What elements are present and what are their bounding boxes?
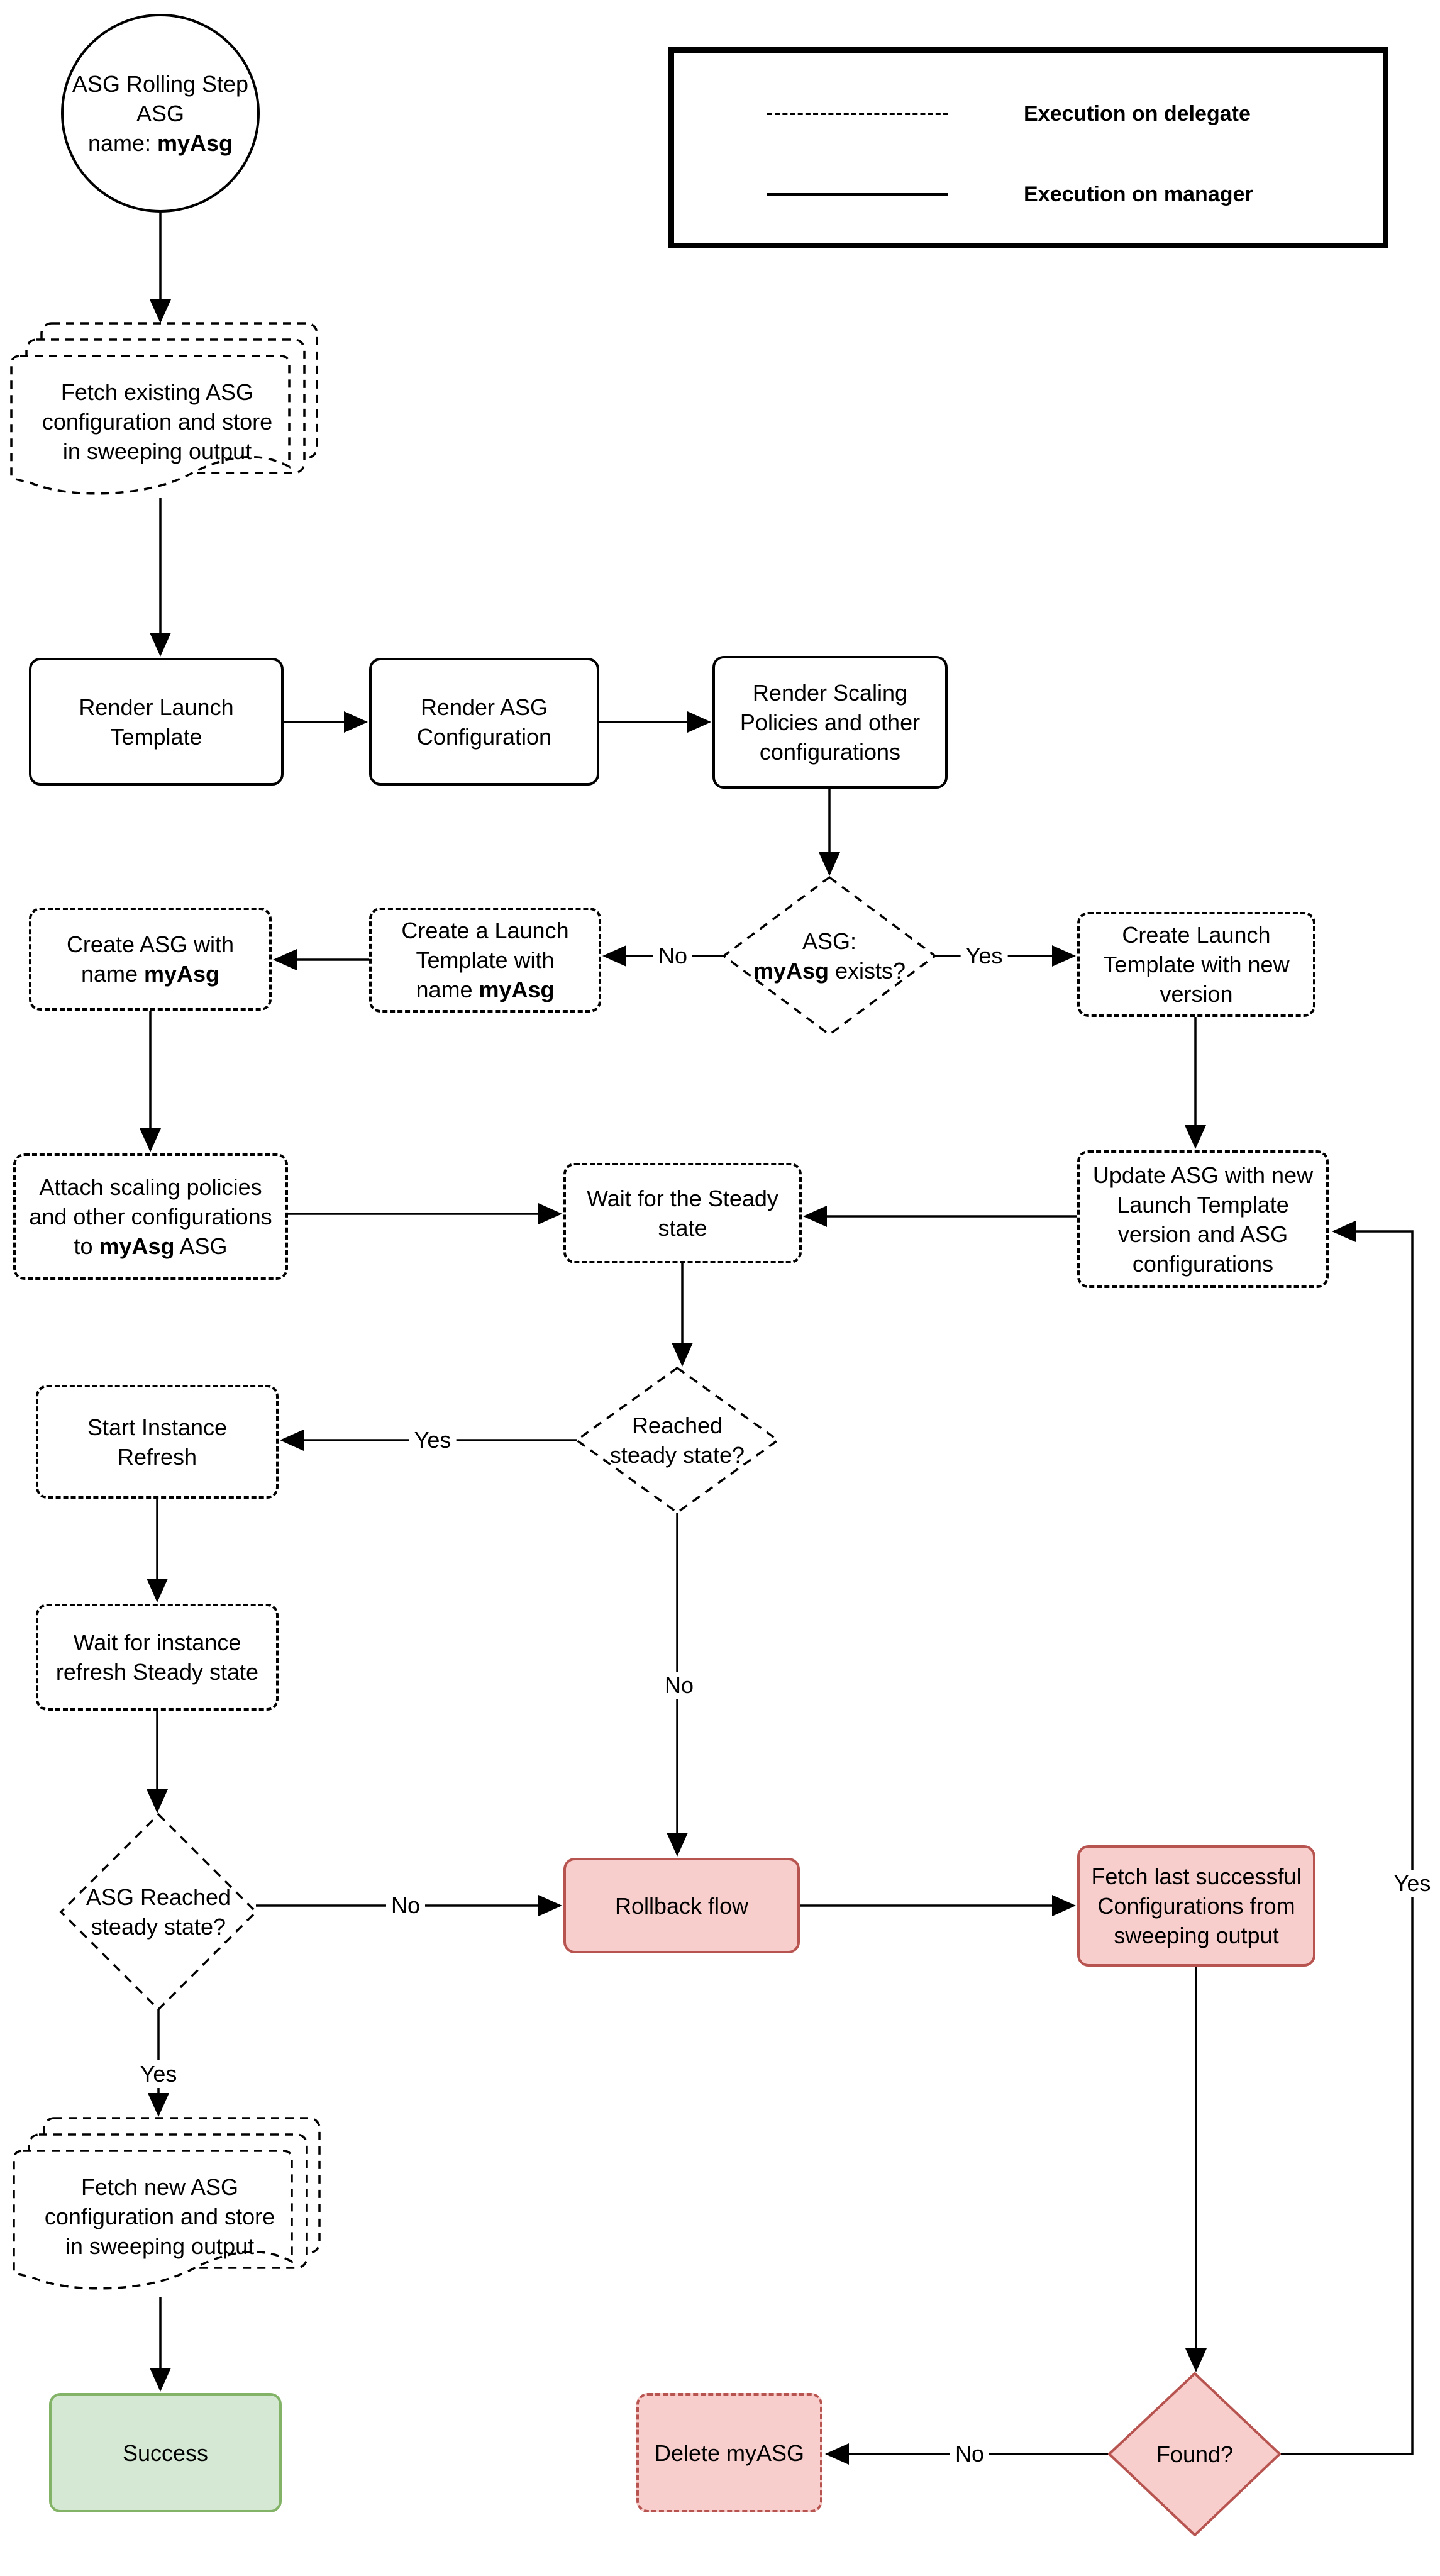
node-found-label: Found?	[1156, 2441, 1234, 2467]
asg-reached-steady-diamond	[59, 1813, 258, 2011]
edge-label-yes-reached: Yes	[409, 1426, 457, 1454]
node-start-instance-refresh: Start Instance Refresh	[36, 1385, 279, 1499]
multidoc-page-front	[10, 355, 291, 495]
node-fetch-new-asg-label: Fetch new ASG configuration and store in…	[44, 2174, 275, 2259]
node-update-asg: Update ASG with new Launch Template vers…	[1077, 1150, 1329, 1288]
multidoc-page-front	[13, 2150, 293, 2290]
node-render-scaling-policies: Render Scaling Policies and other config…	[712, 656, 948, 789]
node-asg-reached-steady-label: ASG Reached steady state?	[86, 1884, 231, 1940]
node-create-launch-template-named: Create a Launch Template with name myAsg	[369, 908, 601, 1013]
edge-label-yes-found: Yes	[1388, 1870, 1436, 1897]
node-render-asg-configuration: Render ASG Configuration	[369, 658, 599, 786]
node-wait-instance-refresh: Wait for instance refresh Steady state	[36, 1604, 279, 1711]
node-create-launch-template-new: Create Launch Template with new version	[1077, 912, 1315, 1017]
node-create-asg: Create ASG with name myAsg	[29, 908, 272, 1011]
fetch-new-multidoc	[13, 2117, 321, 2290]
node-fetch-last-success: Fetch last successful Configurations fro…	[1077, 1845, 1315, 1967]
node-fetch-existing-label: Fetch existing ASG configuration and sto…	[42, 379, 273, 464]
node-success: Success	[49, 2393, 282, 2512]
edge-label-no-asg-reached: No	[385, 1892, 426, 1919]
legend-manager-label: Execution on manager	[1024, 182, 1253, 206]
legend: Execution on delegate Execution on manag…	[668, 47, 1388, 248]
edge-label-yes-asg-reached: Yes	[135, 2060, 182, 2088]
reached-steady-diamond	[575, 1366, 780, 1514]
legend-solid-line-sample	[767, 193, 948, 196]
found-diamond	[1108, 2372, 1281, 2536]
node-attach-policies: Attach scaling policies and other config…	[13, 1153, 288, 1280]
node-delete-my-asg: Delete myASG	[636, 2393, 822, 2512]
node-render-launch-template: Render Launch Template	[29, 658, 284, 786]
edge-label-no-reached: No	[659, 1672, 699, 1699]
node-wait-steady-state: Wait for the Steady state	[563, 1163, 802, 1263]
node-rollback-flow: Rollback flow	[563, 1858, 800, 1953]
legend-delegate-label: Execution on delegate	[1024, 102, 1251, 126]
edge-found-yes-to-update	[1280, 1221, 1414, 2455]
legend-dashed-line-sample	[767, 113, 948, 115]
edge-label-yes-exists: Yes	[960, 942, 1008, 970]
asg-exists-diamond	[722, 875, 937, 1036]
node-asg-exists-label: ASG: myAsg exists?	[753, 928, 906, 984]
node-reached-steady-label: Reached steady state?	[609, 1413, 745, 1468]
edge-label-no-found: No	[950, 2440, 990, 2468]
start-circle: ASG Rolling Step ASG name: myAsg	[61, 14, 260, 213]
fetch-existing-multidoc	[10, 322, 318, 495]
edge-label-no-exists: No	[653, 942, 693, 970]
